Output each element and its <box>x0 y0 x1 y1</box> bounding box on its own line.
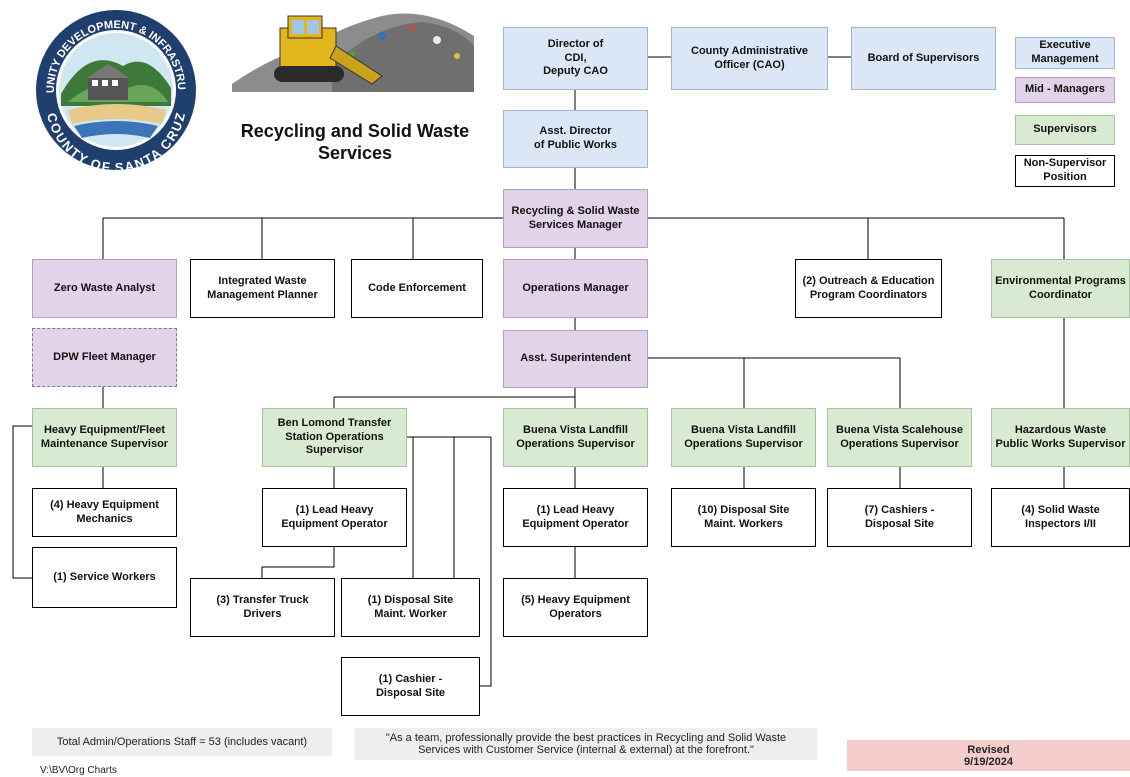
legend-non-supervisor: Non-Supervisor Position <box>1015 155 1115 187</box>
heavy-equipment-mechanics-box: (4) Heavy Equipment Mechanics <box>32 488 177 537</box>
disposal-site-workers-10-box: (10) Disposal Site Maint. Workers <box>671 488 816 547</box>
dpw-fleet-manager-box: DPW Fleet Manager <box>32 328 177 387</box>
lead-heo-ben-lomond-box: (1) Lead Heavy Equipment Operator <box>262 488 407 547</box>
asst-superintendent-box: Asst. Superintendent <box>503 330 648 388</box>
haz-waste-supervisor-box: Hazardous Waste Public Works Supervisor <box>991 408 1130 467</box>
iwm-planner-box: Integrated Waste Management Planner <box>190 259 335 318</box>
legend-executive-management: Executive Management <box>1015 37 1115 69</box>
heavy-fleet-supervisor-box: Heavy Equipment/Fleet Maintenance Superv… <box>32 408 177 467</box>
bv-landfill-supervisor-1-box: Buena Vista Landfill Operations Supervis… <box>503 408 648 467</box>
file-path: V:\BV\Org Charts <box>40 764 117 776</box>
asst-director-box: Asst. Director of Public Works <box>503 110 648 168</box>
operations-manager-box: Operations Manager <box>503 259 648 318</box>
zero-waste-analyst-box: Zero Waste Analyst <box>32 259 177 318</box>
staff-total-note: Total Admin/Operations Staff = 53 (inclu… <box>32 728 332 756</box>
disposal-site-worker-1-box: (1) Disposal Site Maint. Worker <box>341 578 480 637</box>
cao-box: County Administrative Officer (CAO) <box>671 27 828 90</box>
env-programs-coordinator-box: Environmental Programs Coordinator <box>991 259 1130 318</box>
rsw-manager-box: Recycling & Solid Waste Services Manager <box>503 189 648 248</box>
cashier-1-box: (1) Cashier - Disposal Site <box>341 657 480 716</box>
transfer-truck-drivers-box: (3) Transfer Truck Drivers <box>190 578 335 637</box>
county-logo: COMMUNITY DEVELOPMENT & INFRASTRUCTURE C… <box>23 0 204 175</box>
cashiers-7-box: (7) Cashiers - Disposal Site <box>827 488 972 547</box>
heavy-equipment-operators-5-box: (5) Heavy Equipment Operators <box>503 578 648 637</box>
outreach-coordinators-box: (2) Outreach & Education Program Coordin… <box>795 259 942 318</box>
mission-statement: "As a team, professionally provide the b… <box>355 728 817 760</box>
legend-mid-managers: Mid - Managers <box>1015 77 1115 103</box>
bv-landfill-supervisor-2-box: Buena Vista Landfill Operations Supervis… <box>671 408 816 467</box>
solid-waste-inspectors-box: (4) Solid Waste Inspectors I/II <box>991 488 1130 547</box>
bv-scalehouse-supervisor-box: Buena Vista Scalehouse Operations Superv… <box>827 408 972 467</box>
landfill-bulldozer-image <box>232 6 474 92</box>
legend-supervisors: Supervisors <box>1015 115 1115 145</box>
director-cdi-box: Director of CDI, Deputy CAO <box>503 27 648 90</box>
code-enforcement-box: Code Enforcement <box>351 259 483 318</box>
lead-heo-landfill-box: (1) Lead Heavy Equipment Operator <box>503 488 648 547</box>
page-title: Recycling and Solid Waste Services <box>240 121 470 163</box>
ben-lomond-supervisor-box: Ben Lomond Transfer Station Operations S… <box>262 408 407 467</box>
board-of-supervisors-box: Board of Supervisors <box>851 27 996 90</box>
revised-date: Revised 9/19/2024 <box>847 740 1130 771</box>
service-workers-box: (1) Service Workers <box>32 547 177 608</box>
